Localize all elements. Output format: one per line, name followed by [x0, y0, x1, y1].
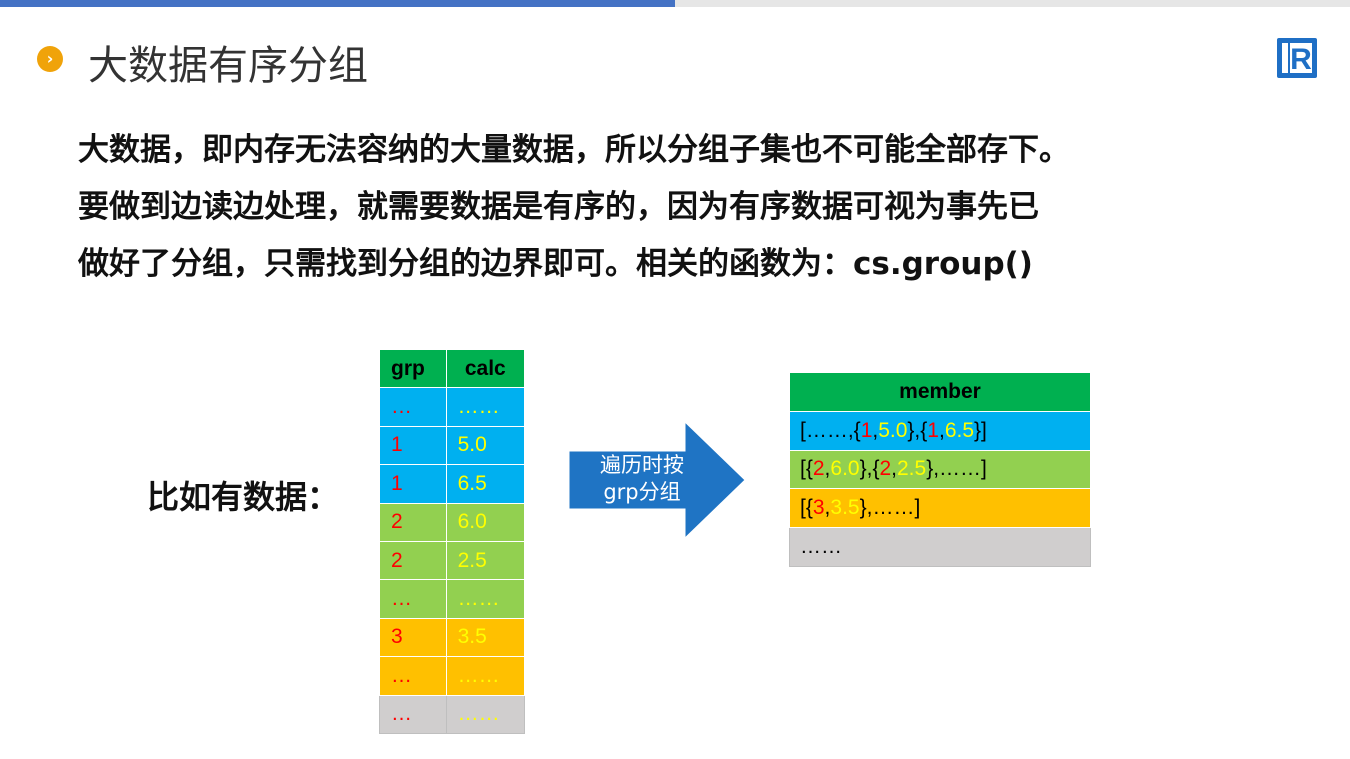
member-text-segment: 1	[860, 418, 873, 442]
table-header-row: grp calc	[379, 348, 526, 389]
member-text-segment: ,	[891, 457, 897, 481]
calc-cell: 5.0	[445, 425, 526, 466]
calc-cell: 6.5	[445, 464, 526, 504]
member-table: member [……,{1,5.0},{1,6.5}] [{2,6.0},{2,…	[789, 372, 1091, 567]
table-row: 2 2.5	[379, 540, 526, 581]
table-row: 1 5.0	[379, 425, 526, 466]
member-text-segment: }]	[974, 418, 987, 442]
chevron-right-icon: ›	[37, 46, 63, 72]
member-text-segment: [{	[800, 496, 813, 520]
grp-cell: 1	[379, 464, 447, 504]
calc-cell: ……	[445, 387, 526, 427]
member-text-segment: 6.0	[830, 457, 860, 481]
table-row: [……,{1,5.0},{1,6.5}]	[789, 410, 1091, 451]
logo: R	[1277, 38, 1317, 78]
member-text-segment: 2	[812, 457, 825, 481]
table-row: … ……	[379, 656, 526, 696]
member-text-segment: ……	[800, 535, 842, 559]
logo-letter: R	[1290, 43, 1312, 76]
calc-cell: ……	[445, 694, 526, 734]
member-text-segment: 2.5	[897, 457, 927, 481]
calc-cell: 2.5	[445, 540, 526, 581]
example-label: 比如有数据：	[147, 478, 340, 516]
grp-cell: …	[379, 387, 447, 427]
grp-cell: 2	[379, 502, 447, 542]
member-text-segment: },{	[907, 418, 928, 442]
table-row: [{2,6.0},{2,2.5},……]	[789, 449, 1091, 490]
member-text-segment: },……]	[926, 457, 987, 481]
member-text-segment: },{	[859, 457, 880, 481]
table-row: [{3,3.5},……]	[789, 488, 1091, 529]
member-cell: ……	[789, 527, 1091, 567]
column-header-grp: grp	[379, 348, 447, 389]
paragraph-line: 做好了分组，只需找到分组的边界即可。相关的函数为：cs.group()	[78, 246, 1033, 282]
member-text-segment: ,	[824, 496, 831, 520]
member-text-segment: 1	[927, 418, 939, 442]
grp-cell: …	[379, 694, 447, 734]
column-header-calc: calc	[445, 348, 526, 389]
table-row: 1 6.5	[379, 464, 526, 504]
member-text-segment: [……,{	[800, 418, 861, 442]
member-text-segment: 5.0	[878, 418, 908, 442]
table-header-row: member	[789, 372, 1091, 412]
member-text-segment: 2	[879, 457, 892, 481]
arrow-label-line: 遍历时按	[600, 453, 684, 477]
member-text-segment: },……]	[859, 496, 921, 520]
table-row: … ……	[379, 387, 526, 427]
member-text-segment: ,	[938, 418, 945, 442]
arrow-right-icon	[568, 421, 746, 539]
paragraph-line: 大数据，即内存无法容纳的大量数据，所以分组子集也不可能全部存下。	[78, 132, 1070, 168]
top-gray-bar	[675, 0, 1350, 7]
member-text-segment: 3.5	[830, 496, 860, 520]
calc-cell: 6.0	[445, 502, 526, 542]
column-header-member: member	[789, 372, 1091, 412]
paragraph-line: 要做到边读边处理，就需要数据是有序的，因为有序数据可视为事先已	[78, 189, 1039, 225]
member-text-segment: [{	[800, 457, 813, 481]
member-cell: [……,{1,5.0},{1,6.5}]	[789, 410, 1091, 451]
table-row: 2 6.0	[379, 502, 526, 542]
grp-cell: …	[379, 579, 447, 619]
data-table: grp calc … …… 1 5.0 1 6.5 2 6.0 2 2.5 … …	[379, 348, 526, 734]
calc-cell: ……	[445, 656, 526, 696]
table-row: … ……	[379, 694, 526, 734]
table-row: 3 3.5	[379, 617, 526, 658]
member-text-segment: 6.5	[944, 418, 975, 442]
calc-cell: 3.5	[445, 617, 526, 658]
grp-cell: …	[379, 656, 447, 696]
description-paragraph: 大数据，即内存无法容纳的大量数据，所以分组子集也不可能全部存下。 要做到边读边处…	[78, 122, 1308, 293]
member-cell: [{3,3.5},……]	[789, 488, 1091, 529]
member-text-segment: 3	[812, 496, 825, 520]
member-text-segment: ,	[824, 457, 831, 481]
arrow-label-line: grp分组	[603, 480, 681, 504]
member-text-segment: ,	[872, 418, 879, 442]
calc-cell: ……	[445, 579, 526, 619]
grp-cell: 3	[379, 617, 447, 658]
table-row: ……	[789, 527, 1091, 567]
grp-cell: 1	[379, 425, 447, 466]
top-accent-bar	[0, 0, 675, 7]
member-cell: [{2,6.0},{2,2.5},……]	[789, 449, 1091, 490]
grp-cell: 2	[379, 540, 447, 581]
arrow-label: 遍历时按 grp分组	[572, 452, 712, 506]
table-row: … ……	[379, 579, 526, 619]
slide-title: 大数据有序分组	[88, 43, 368, 89]
